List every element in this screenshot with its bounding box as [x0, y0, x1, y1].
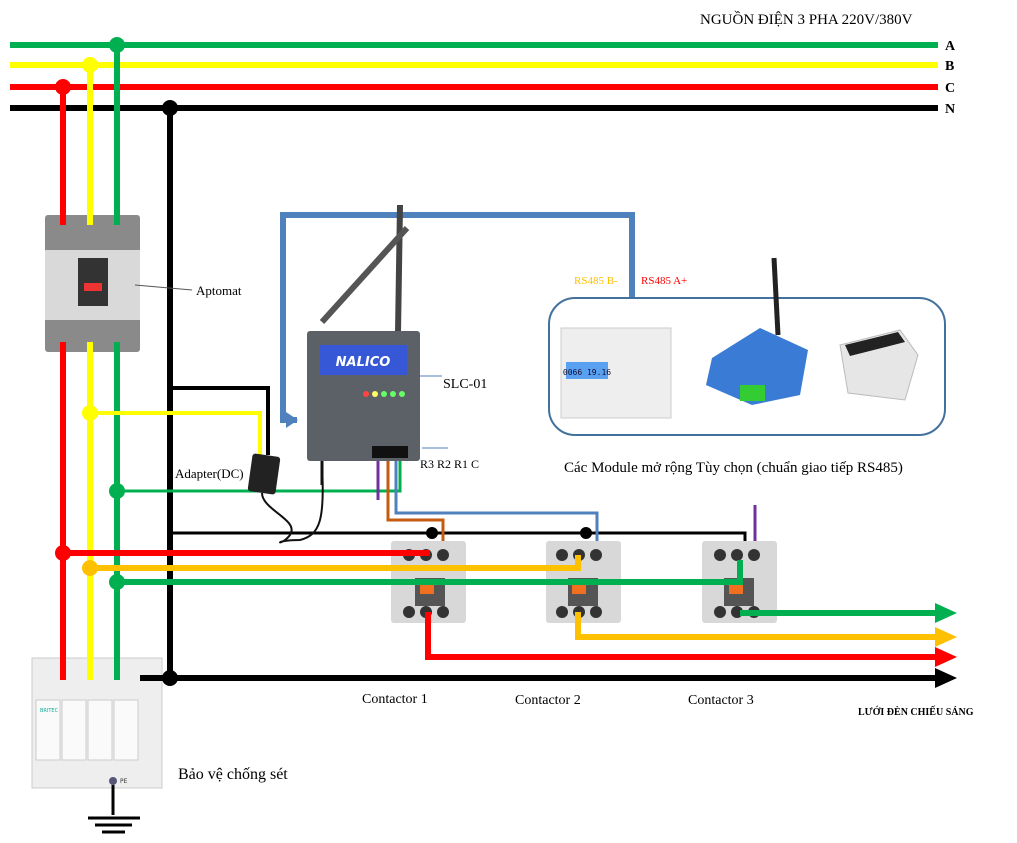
bus-label-b: B	[945, 59, 954, 74]
rs485-converter-module	[706, 257, 808, 405]
lighting-grid-label: LƯỚI ĐÈN CHIẾU SÁNG	[858, 705, 974, 718]
aptomat-label: Aptomat	[196, 283, 242, 298]
pe-label: PE	[120, 778, 128, 785]
adapter-icon	[247, 453, 324, 544]
nalico-logo: NALICO	[336, 355, 391, 370]
module-group-box	[548, 297, 946, 436]
meter-display: 0066 19.16	[563, 368, 611, 377]
io-module	[839, 329, 919, 401]
slc-controller: NALICO	[307, 204, 448, 485]
contactor-3-label: Contactor 3	[688, 693, 754, 708]
arrow-right-icon	[935, 603, 957, 623]
bus-label-a: A	[945, 39, 956, 54]
bus-label-c: C	[945, 81, 955, 96]
spd-brand: BRITEC	[40, 708, 59, 714]
rs485-b-label: RS485 B-	[574, 275, 618, 287]
spd-label: Bảo vệ chống sét	[178, 766, 288, 783]
antenna-icon	[319, 225, 410, 325]
rs485-a-label: RS485 A+	[641, 275, 687, 287]
aptomat-breaker	[45, 215, 193, 352]
diagram-title: NGUỒN ĐIỆN 3 PHA 220V/380V	[700, 10, 913, 28]
energy-meter-module: 0066 19.16	[560, 327, 672, 419]
contactor-wires	[63, 550, 743, 585]
rs485-arrow-icon	[286, 412, 298, 428]
bus-lines	[10, 42, 938, 111]
rs485-bus-line	[280, 212, 635, 428]
bus-label-n: N	[945, 102, 955, 117]
arrow-right-icon	[935, 668, 957, 688]
aptomat-wire-overlay	[60, 45, 120, 400]
junction-dots	[55, 37, 592, 686]
antenna-icon	[771, 257, 781, 336]
contactor-1-label: Contactor 1	[362, 692, 428, 707]
output-lines	[140, 603, 957, 688]
terminal-labels: R3 R2 R1 C	[420, 457, 479, 471]
arrow-right-icon	[935, 647, 957, 667]
arrow-right-icon	[935, 627, 957, 647]
slc-label: SLC-01	[443, 377, 487, 392]
controller-display	[320, 345, 407, 375]
terminal-block	[372, 446, 408, 458]
adapter-label: Adapter(DC)	[175, 466, 244, 481]
antenna-icon	[395, 204, 403, 334]
status-leds	[363, 391, 405, 397]
modules-caption: Các Module mở rộng Tùy chọn (chuẩn giao …	[564, 460, 903, 476]
ground-icon	[88, 816, 140, 834]
contactor-2-label: Contactor 2	[515, 693, 581, 708]
